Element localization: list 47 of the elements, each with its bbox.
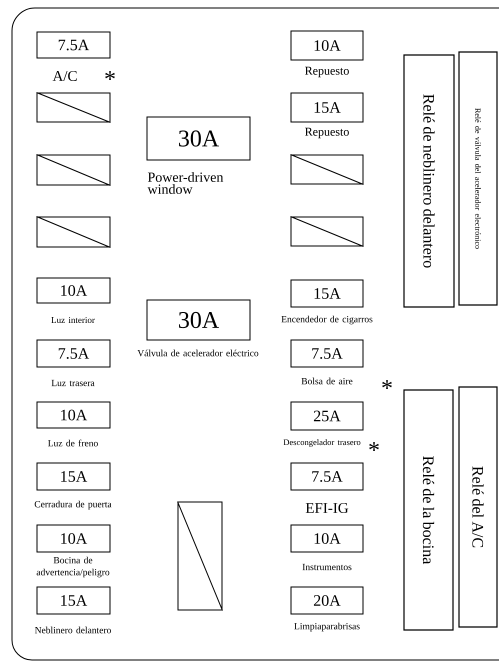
fuse-box: 15A bbox=[36, 462, 110, 490]
fuse-box: 15A bbox=[36, 586, 110, 614]
fuse-label: Repuesto bbox=[305, 66, 349, 78]
fuse-label: A/C bbox=[52, 70, 77, 82]
fuse-box: 10A bbox=[290, 30, 364, 60]
asterisk: * bbox=[105, 71, 115, 80]
fuse-label: Bolsa de aire bbox=[302, 378, 352, 384]
relay-box: Relé de la bocina bbox=[403, 389, 454, 631]
fuse-box: 7.5A bbox=[290, 340, 364, 368]
fuse-box: 10A bbox=[36, 402, 110, 428]
fuse-box: 7.5A bbox=[290, 462, 364, 490]
fuse-label: Limpiaparabrisas bbox=[294, 622, 360, 632]
fuse-box: 30A bbox=[146, 116, 250, 160]
asterisk: * bbox=[382, 380, 392, 389]
relay-box: Relé de válvula del acelerador electrónico bbox=[458, 51, 498, 306]
relay-box: Relé del A/C bbox=[458, 386, 498, 628]
fuse-box: 30A bbox=[146, 300, 250, 340]
fuse-label: Repuesto bbox=[305, 128, 349, 138]
fuse-label: Cerradura de puerta bbox=[34, 500, 112, 510]
asterisk: * bbox=[369, 442, 379, 451]
fuse-label: Encendedor de cigarros bbox=[281, 316, 372, 324]
fuse-box: 10A bbox=[36, 278, 110, 304]
fuse-label: EFI-IG bbox=[306, 502, 348, 514]
fuse-box: 15A bbox=[290, 92, 364, 122]
fuse-label: Neblinero delantero bbox=[34, 626, 111, 634]
fuse-box: 15A bbox=[290, 280, 364, 308]
fuse-box: 7.5A bbox=[36, 32, 110, 58]
fuse-label: Instrumentos bbox=[302, 564, 352, 570]
empty-fuse-slot bbox=[36, 92, 111, 123]
fuse-label: Válvula de acelerador eléctrico bbox=[137, 350, 258, 356]
fuse-label: Luz de freno bbox=[48, 440, 98, 446]
empty-fuse-slot bbox=[177, 501, 223, 611]
empty-fuse-slot bbox=[36, 216, 111, 248]
fuse-label: Power-driven window bbox=[148, 172, 224, 194]
empty-fuse-slot bbox=[36, 154, 111, 186]
empty-fuse-slot bbox=[290, 154, 364, 185]
fuse-label: Bocina de advertencia/peligro bbox=[36, 556, 110, 578]
fuse-box: 7.5A bbox=[36, 340, 110, 368]
fuse-box: 10A bbox=[290, 524, 364, 552]
fuse-box: 10A bbox=[36, 524, 110, 552]
empty-fuse-slot bbox=[290, 216, 364, 247]
fuse-box: 25A bbox=[290, 402, 364, 430]
relay-box: Relé de neblinero delantero bbox=[403, 54, 455, 308]
fuse-box: 20A bbox=[290, 586, 364, 614]
fuse-label: Luz trasera bbox=[52, 380, 95, 386]
fuse-label: Descongelador trasero bbox=[284, 439, 360, 447]
fuse-label: Luz interior bbox=[51, 316, 95, 324]
